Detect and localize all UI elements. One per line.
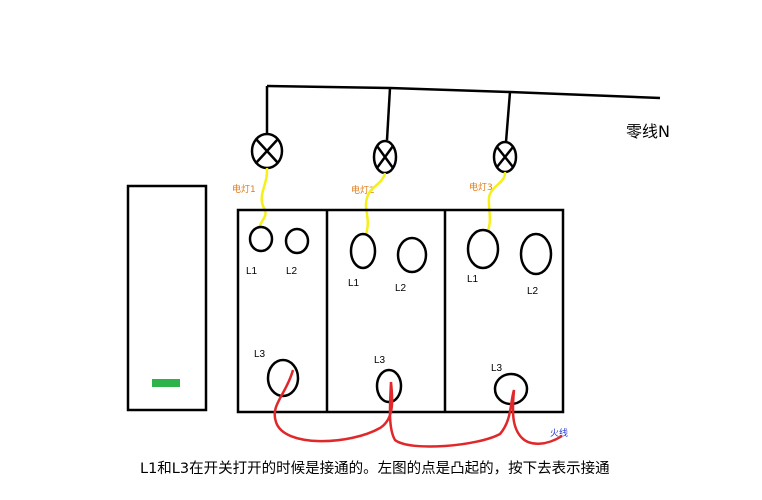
gang-1-terminal-l1 (248, 225, 274, 253)
lamp-cross (255, 138, 279, 164)
gang-2-label-l2: L2 (395, 283, 407, 294)
neutral-label: 零线N (626, 122, 670, 141)
gang-3-terminal-l1 (466, 228, 500, 270)
gang-3-label-l2: L2 (527, 286, 539, 297)
lamp-2 (372, 139, 398, 175)
lamp-cross (375, 145, 395, 169)
gang-2-label-l1: L1 (348, 278, 360, 289)
fire-label: 火线 (550, 427, 568, 439)
lamp-3-label: 电灯3 (469, 181, 493, 193)
neutral-main-wire (266, 84, 661, 100)
fire-wire (273, 369, 563, 448)
lamp-3-wire (482, 171, 507, 241)
lamp-3 (492, 140, 518, 174)
lamp-2-wire (363, 172, 387, 239)
gang-1-label-l3: L3 (254, 349, 266, 360)
indicator-light (152, 379, 180, 387)
gang-2-terminal-l3 (375, 368, 403, 404)
neutral-drop-2 (385, 87, 392, 141)
neutral-drop-3 (504, 91, 512, 143)
gang-1-terminal-l2 (284, 227, 310, 255)
switch-body (236, 208, 565, 414)
lamp-wires (258, 167, 507, 241)
gang-1-label-l2: L2 (286, 266, 298, 277)
neutral-wires (265, 84, 661, 143)
lamp-cross (496, 146, 514, 168)
gang-1-label-l1: L1 (246, 266, 258, 277)
lamp-1 (250, 132, 284, 170)
gang-2-label-l3: L3 (374, 355, 386, 366)
switch-plate (126, 184, 208, 412)
lamp-1-wire (258, 167, 269, 235)
gang-3-label-l1: L1 (467, 274, 479, 285)
gang-2-terminal-l2 (396, 236, 428, 274)
gang-2-terminal-l1 (349, 232, 377, 270)
gang-1-terminal-l3 (266, 358, 300, 398)
lamp-1-label: 电灯1 (232, 183, 256, 195)
gang-3-label-l3: L3 (491, 363, 503, 374)
gang-3-terminal-l2 (519, 232, 553, 276)
caption: L1和L3在开关打开的时候是接通的。左图的点是凸起的，按下去表示接通 (140, 460, 610, 477)
